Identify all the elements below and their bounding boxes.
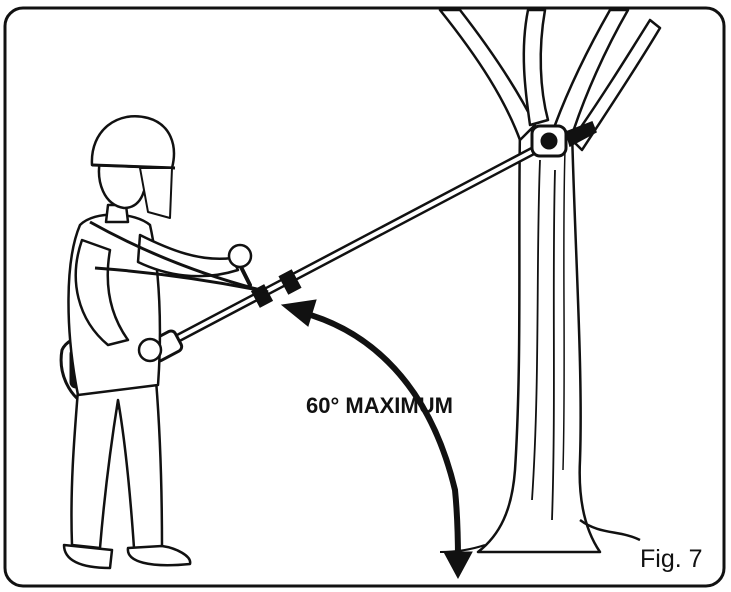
saw-head [530,121,597,158]
figure-number-label: Fig. 7 [640,545,703,573]
figure-frame [3,6,726,588]
angle-limit-label: 60° MAXIMUM [306,393,453,418]
tree-icon [438,8,662,554]
curved-double-arrow-icon [280,299,473,580]
person-with-face-shield-icon [62,115,269,570]
